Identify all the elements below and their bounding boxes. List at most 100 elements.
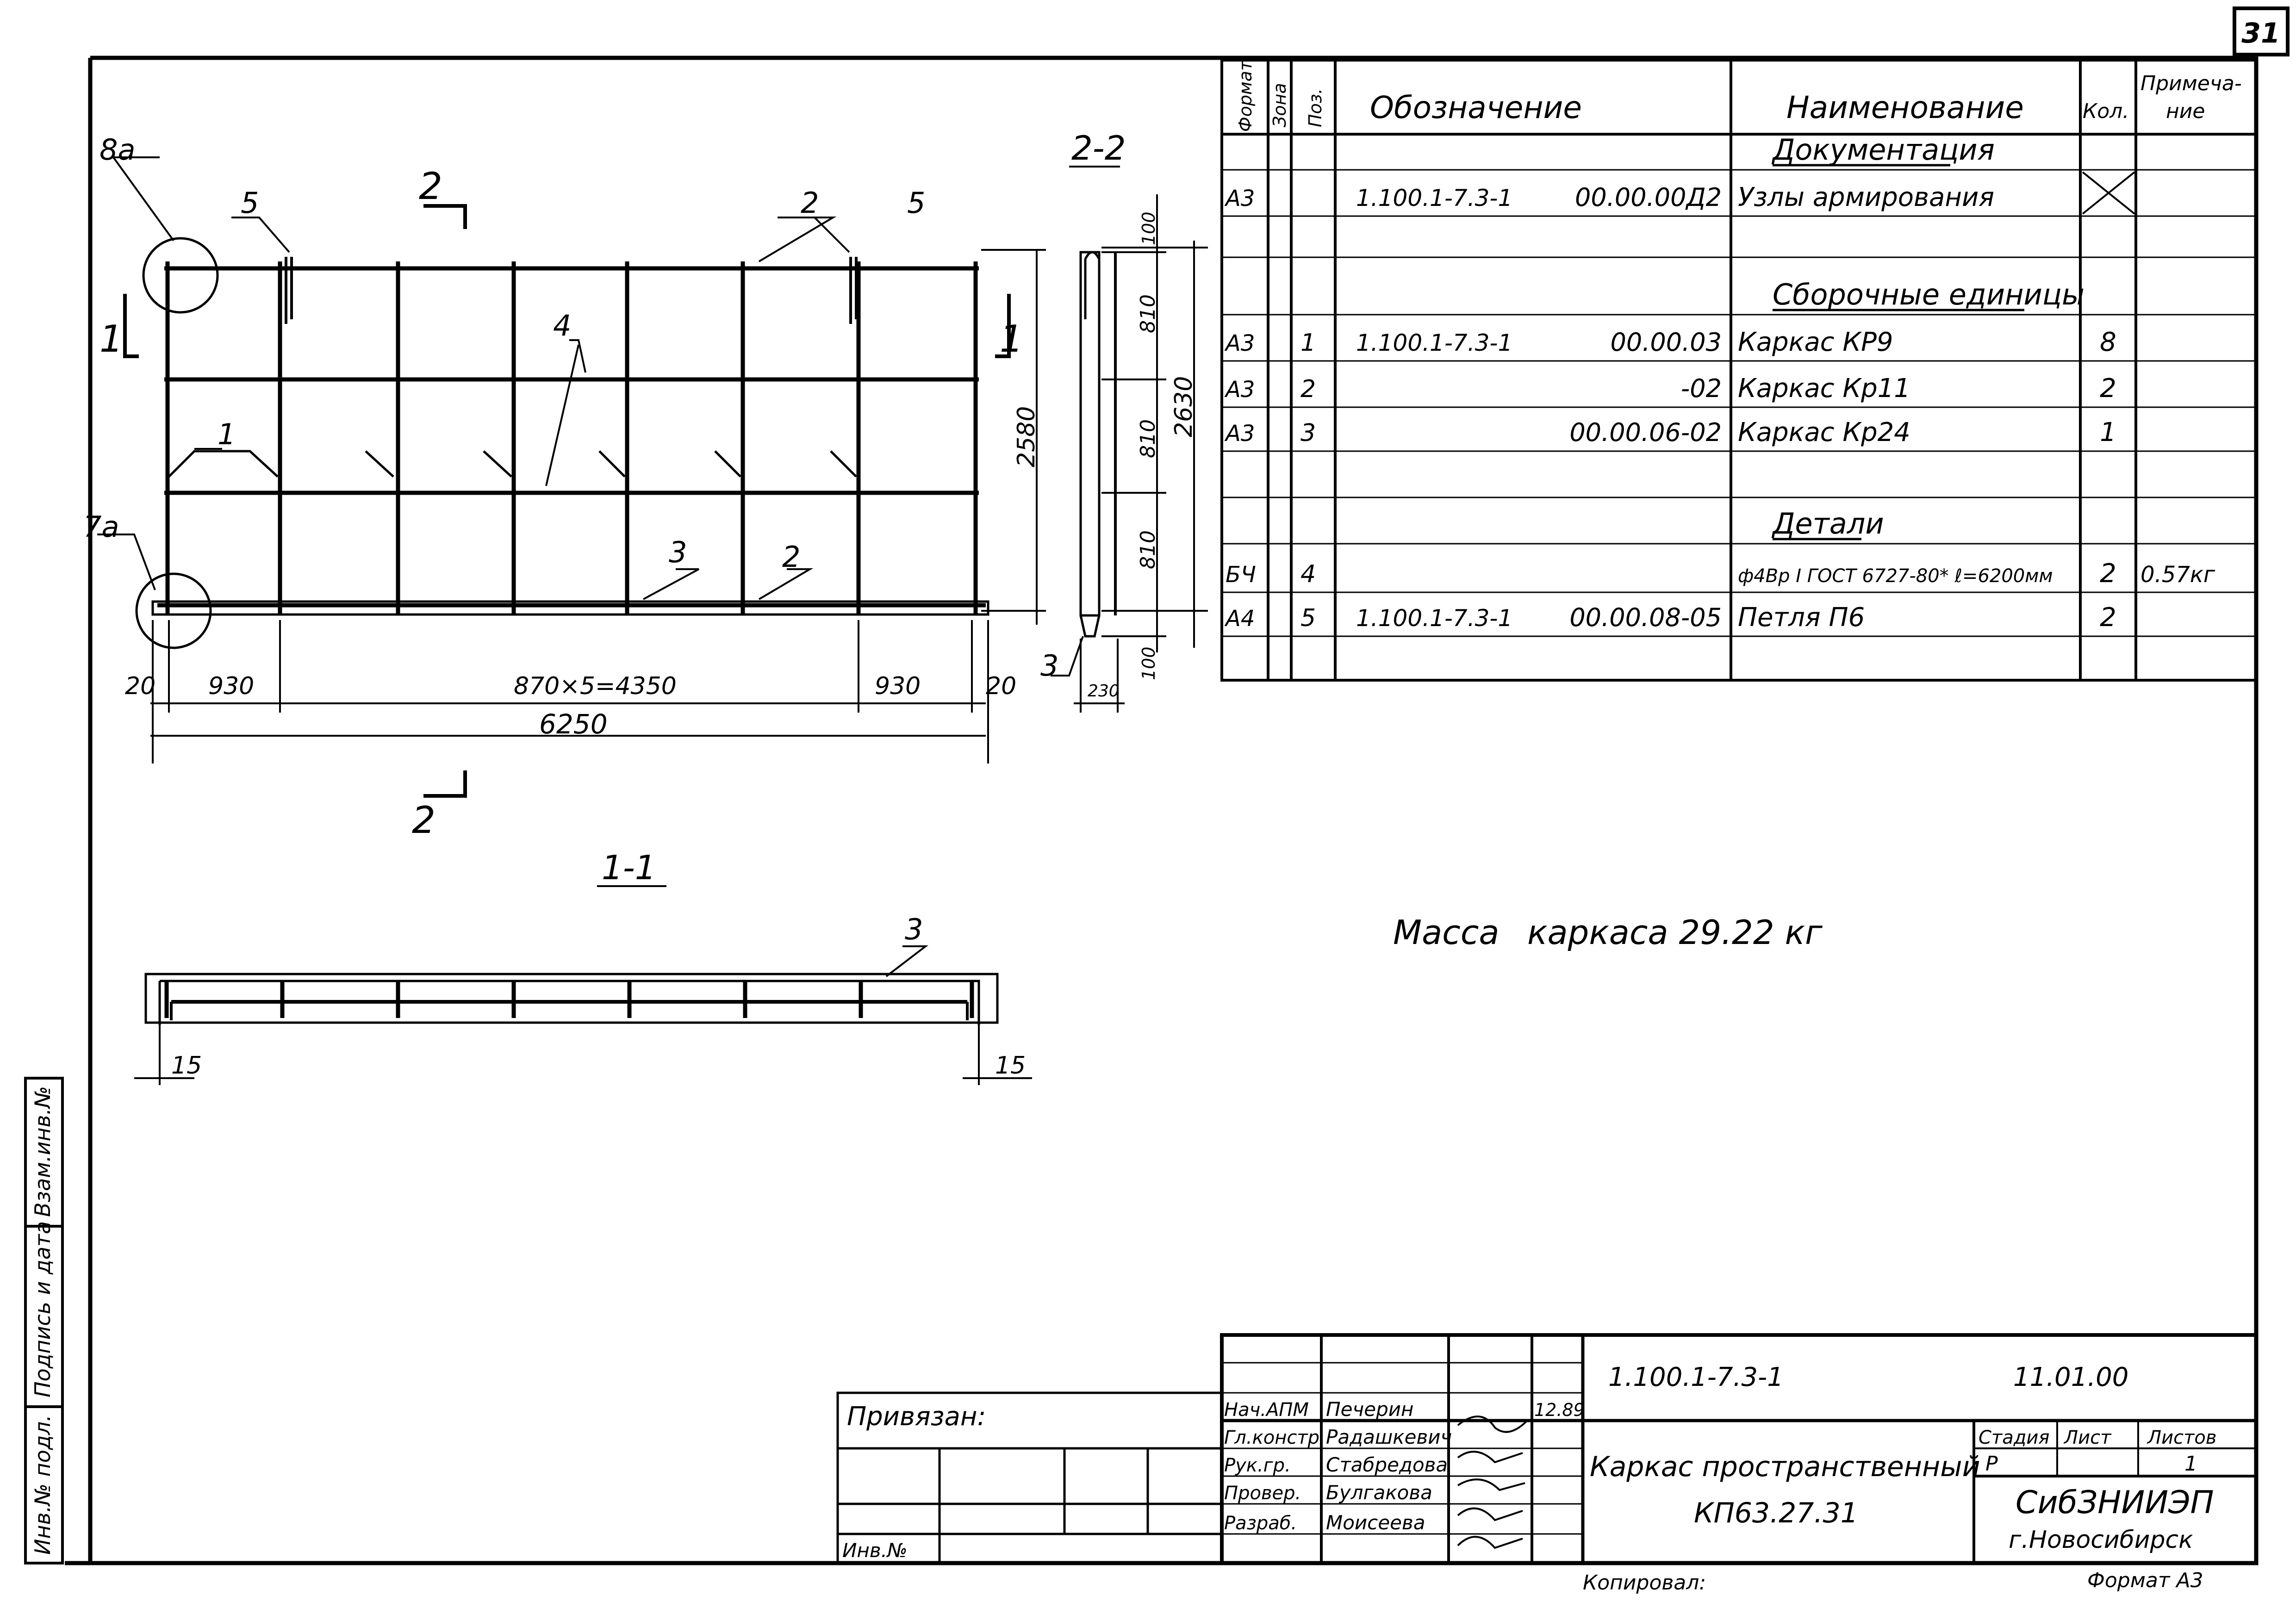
side-inv-podl: Инв.№ подл. bbox=[30, 1415, 55, 1555]
section-2-2-title: 2-2 bbox=[1071, 129, 1126, 168]
spec-format: А3 bbox=[1224, 330, 1255, 356]
spec-name: Узлы армирования bbox=[1738, 182, 1994, 212]
tb-format: Формат А3 bbox=[2087, 1569, 2203, 1592]
spec-name: Каркас Кр11 bbox=[1738, 373, 1910, 404]
callout-8a: 8а bbox=[100, 133, 135, 167]
tb-org: СибЗНИИЭП bbox=[2016, 1484, 2214, 1521]
tb-sheets-header: Листов bbox=[2147, 1427, 2216, 1448]
spec-note: 0.57кг bbox=[2140, 562, 2215, 588]
tb-title-1: Каркас пространственный bbox=[1590, 1451, 1980, 1483]
hdr-pos: Поз. bbox=[1305, 88, 1325, 127]
callout-2a: 2 bbox=[801, 186, 819, 220]
spec-designation-b: 00.00.08-05 bbox=[1569, 603, 1722, 632]
spec-designation-b: 00.00.06-02 bbox=[1569, 418, 1722, 447]
dim-2580: 2580 bbox=[1013, 406, 1040, 467]
tb-inv-label: Инв.№ bbox=[842, 1539, 908, 1562]
cut-2-bottom: 2 bbox=[412, 799, 436, 842]
callout-3-bottom: 3 bbox=[905, 913, 923, 946]
spec-section-heading: Документация bbox=[1771, 133, 1995, 167]
dim-4350: 870×5=4350 bbox=[514, 672, 677, 700]
spec-designation-a: 1.100.1-7.3-1 bbox=[1356, 605, 1512, 632]
dim-6250: 6250 bbox=[539, 708, 608, 740]
dim-230: 230 bbox=[1088, 682, 1120, 701]
tb-title-2: КП63.27.31 bbox=[1694, 1497, 1858, 1529]
hdr-zone: Зона bbox=[1269, 83, 1290, 127]
hdr-note-1: Примеча- bbox=[2140, 72, 2242, 95]
tb-code: 1.100.1-7.3-1 bbox=[1608, 1362, 1784, 1392]
spec-pos: 5 bbox=[1300, 604, 1316, 632]
title-block bbox=[836, 1333, 2258, 1565]
tb-stage-value: Р bbox=[1985, 1452, 1998, 1476]
tb-person-name: Радашкевич bbox=[1326, 1426, 1452, 1448]
spec-format: А3 bbox=[1224, 377, 1255, 403]
tb-sheet-header: Лист bbox=[2063, 1427, 2112, 1448]
spec-pos: 1 bbox=[1300, 329, 1316, 357]
spec-pos: 4 bbox=[1300, 560, 1316, 588]
spec-designation-b: -02 bbox=[1681, 374, 1722, 403]
section-1-1-labels: 1-1 3 15 15 bbox=[171, 848, 1026, 1080]
hdr-name: Наименование bbox=[1786, 90, 2024, 125]
dim-930-left: 930 bbox=[208, 672, 254, 700]
dim-100-bottom: 100 bbox=[1139, 646, 1159, 680]
spec-qty: 1 bbox=[2100, 417, 2116, 447]
dim-15-left: 15 bbox=[171, 1052, 202, 1080]
spec-qty: 2 bbox=[2100, 559, 2116, 589]
side-sign-date: Подпись и дата bbox=[30, 1221, 55, 1397]
tb-person-name: Печерин bbox=[1326, 1398, 1414, 1421]
section-1-1 bbox=[134, 885, 1032, 1085]
tb-person-name: Моисеева bbox=[1326, 1511, 1425, 1534]
spec-name: Каркас Кр24 bbox=[1738, 417, 1910, 447]
tb-role: Разраб. bbox=[1224, 1513, 1297, 1534]
front-view-labels: 8а 7а 5 5 2 2 4 1 3 2 2 1 1 20 930 870×5… bbox=[83, 133, 1040, 842]
spec-designation-a: 1.100.1-7.3-1 bbox=[1356, 185, 1512, 211]
tb-date: 12.89 bbox=[1534, 1400, 1585, 1420]
hdr-format: Формат bbox=[1235, 60, 1256, 132]
section-1-1-title: 1-1 bbox=[602, 848, 656, 887]
spec-format: А3 bbox=[1224, 186, 1255, 211]
sheet-number-box: 31 bbox=[2233, 6, 2290, 56]
callout-7a: 7а bbox=[83, 510, 119, 544]
spec-section-heading: Сборочные единицы bbox=[1773, 278, 2084, 311]
dim-15-right: 15 bbox=[995, 1052, 1026, 1080]
spec-format: А3 bbox=[1224, 421, 1255, 447]
mass-label: Масса bbox=[1393, 913, 1500, 952]
spec-designation-b: 00.00.00Д2 bbox=[1575, 183, 1722, 212]
spec-table bbox=[1220, 59, 2258, 682]
mass-value: каркаса 29.22 кг bbox=[1527, 913, 1823, 952]
tb-person-name: Булгакова bbox=[1326, 1481, 1432, 1504]
hdr-designation: Обозначение bbox=[1370, 90, 1582, 125]
tb-role: Провер. bbox=[1224, 1483, 1301, 1504]
side-vzam: Взам.инв.№ bbox=[30, 1086, 55, 1217]
dim-810-c: 810 bbox=[1136, 530, 1160, 569]
callout-2b: 2 bbox=[782, 540, 800, 574]
section-2-2-labels: 2-2 100 810 810 810 100 2630 3 230 bbox=[1040, 129, 1198, 701]
side-stamp: Инв.№ подл. Подпись и дата Взам.инв.№ bbox=[24, 1077, 64, 1564]
callout-3-section: 3 bbox=[1040, 649, 1058, 683]
section-2-2 bbox=[1051, 166, 1208, 713]
tb-role: Нач.АПМ bbox=[1224, 1399, 1309, 1421]
cut-2-top: 2 bbox=[419, 165, 442, 208]
front-view bbox=[97, 156, 1046, 798]
hdr-qty: Кол. bbox=[2083, 99, 2129, 123]
section-1-1-bars bbox=[164, 981, 974, 1018]
spec-name: ф4Вр I ГОСТ 6727-80* ℓ=6200мм bbox=[1738, 565, 2053, 587]
tb-role: Гл.констр bbox=[1224, 1427, 1319, 1448]
dim-930-right: 930 bbox=[875, 672, 921, 700]
dim-20-right: 20 bbox=[986, 672, 1016, 700]
callout-5b: 5 bbox=[907, 186, 925, 220]
spec-format: А4 bbox=[1224, 606, 1255, 632]
spec-pos: 3 bbox=[1300, 419, 1316, 447]
spec-section-heading: Детали bbox=[1771, 507, 1884, 540]
spec-qty: 8 bbox=[2100, 327, 2116, 357]
tb-role: Рук.гр. bbox=[1224, 1455, 1291, 1476]
spec-format: БЧ bbox=[1226, 562, 1256, 588]
hdr-note-2: ние bbox=[2166, 99, 2205, 123]
tb-copied: Копировал: bbox=[1583, 1571, 1706, 1595]
callout-5a: 5 bbox=[241, 186, 259, 220]
spec-headers: Формат Зона Поз. Обозначение Наименовани… bbox=[1235, 60, 2242, 132]
callout-1: 1 bbox=[218, 417, 236, 451]
sheet-number: 31 bbox=[2241, 17, 2280, 50]
